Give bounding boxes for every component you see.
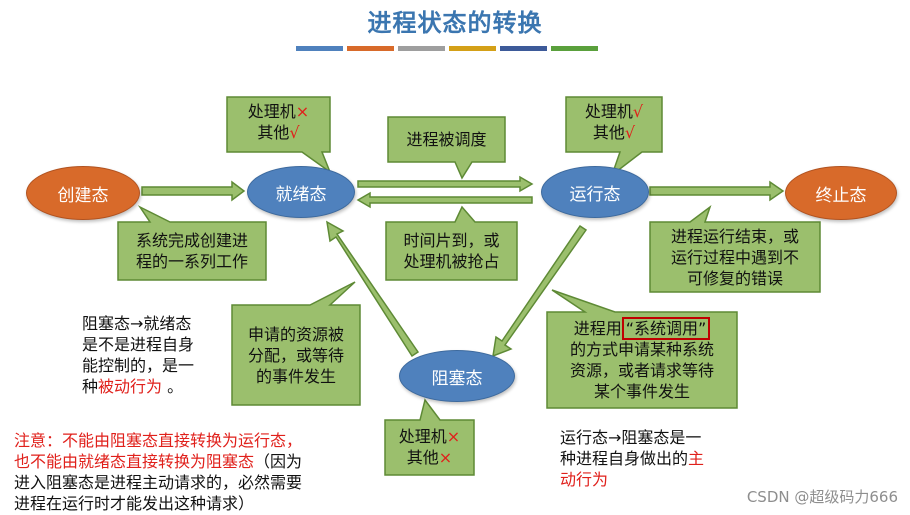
callout-run-end-text: 进程运行结束，或 运行过程中遇到不 可修复的错误 xyxy=(650,226,820,289)
resource-label: 其他 xyxy=(406,448,439,467)
text-line: 进程用 xyxy=(573,319,622,338)
text-line: 程的一系列工作 xyxy=(135,252,248,271)
warning-line: 也不能由就绪态直接转换为阻塞态 xyxy=(14,452,255,471)
note-blocked-to-ready: 阻塞态→就绪态 是不是进程自身 能控制的，是一 种被动行为 。 xyxy=(82,313,222,397)
resource-label: 其他 xyxy=(592,123,625,142)
page-title: 进程状态的转换 xyxy=(367,9,543,37)
text-line: 。 xyxy=(162,377,184,396)
text-line: 进入阻塞态是进程主动请求的，必然需要 xyxy=(14,473,303,492)
callout-syscall xyxy=(546,289,738,409)
callout-resource-alloc xyxy=(231,281,361,406)
state-terminate: 终止态 xyxy=(785,166,897,220)
arrow-running-to-terminate xyxy=(649,180,785,202)
arrow-blocked-to-ready xyxy=(326,220,420,358)
highlight-text: 主 xyxy=(688,449,705,468)
text-line: 能控制的，是一 xyxy=(82,356,195,375)
callout-running-resources xyxy=(565,96,663,178)
arrow-create-to-ready xyxy=(141,180,246,202)
state-blocked-label: 阻塞态 xyxy=(431,368,483,389)
note-running-to-blocked: 运行态→阻塞态是一 种进程自身做出的主 动行为 xyxy=(560,427,740,490)
state-ready: 就绪态 xyxy=(247,166,355,218)
syscall-highlight: “系统调用” xyxy=(621,317,711,340)
text-line: 系统完成创建进 xyxy=(135,231,248,250)
callout-create-done xyxy=(117,205,267,281)
state-running: 运行态 xyxy=(541,166,649,218)
state-running-label: 运行态 xyxy=(569,184,621,205)
cross-mark: × xyxy=(438,448,453,467)
callout-ready-resources xyxy=(226,96,332,175)
text-line: 种 xyxy=(82,377,99,396)
state-ready-label: 就绪态 xyxy=(275,184,327,205)
arrow-ready-to-running xyxy=(357,175,534,193)
state-create: 创建态 xyxy=(26,166,140,220)
callout-run-end xyxy=(649,204,821,293)
text-line: 运行过程中遇到不 xyxy=(670,248,799,267)
arrow-running-to-ready xyxy=(356,191,533,209)
resource-label: 处理机 xyxy=(398,427,447,446)
text-line: 是不是进程自身 xyxy=(82,335,195,354)
text-line: 的方式申请某种系统 xyxy=(569,340,714,359)
callout-ready-resources-text: 处理机× 其他√ xyxy=(227,101,330,143)
text-line: 资源，或者请求等待 xyxy=(569,361,714,380)
text-line: （因为 xyxy=(254,452,303,471)
text-line: 处理机被抢占 xyxy=(403,252,500,271)
cross-mark: × xyxy=(446,427,461,446)
text-line: 时间片到，或 xyxy=(403,231,500,250)
check-mark: √ xyxy=(289,123,300,142)
text-line: 申请的资源被 xyxy=(247,325,344,344)
accent-bar xyxy=(551,46,598,51)
accent-bar xyxy=(296,46,343,51)
state-terminate-label: 终止态 xyxy=(815,185,867,206)
text-line: 进程在运行时才能发出这种请求） xyxy=(14,494,255,513)
callout-create-done-text: 系统完成创建进 程的一系列工作 xyxy=(118,230,266,272)
check-mark: √ xyxy=(632,102,644,121)
warning-line: 注意：不能由阻塞态直接转换为运行态， xyxy=(14,431,303,450)
resource-label: 其他 xyxy=(257,123,290,142)
accent-bar xyxy=(449,46,496,51)
callout-timeslice-text: 时间片到，或 处理机被抢占 xyxy=(386,230,517,272)
arrow-running-to-blocked xyxy=(492,224,588,358)
callout-blocked-resources xyxy=(384,398,475,476)
accent-bars xyxy=(296,46,598,51)
text-line: 可修复的错误 xyxy=(686,269,783,288)
text-line: 的事件发生 xyxy=(255,367,336,386)
text-line: 阻塞态→就绪态 xyxy=(82,314,192,333)
callout-scheduled xyxy=(387,116,506,180)
state-blocked: 阻塞态 xyxy=(399,350,515,402)
text-line: 运行态→阻塞态是一 xyxy=(560,428,702,447)
text-line: 进程运行结束，或 xyxy=(670,227,799,246)
callout-timeslice xyxy=(385,205,518,281)
accent-bar xyxy=(500,46,547,51)
callout-resource-alloc-text: 申请的资源被 分配，或等待 的事件发生 xyxy=(232,324,360,387)
text-line: 分配，或等待 xyxy=(247,346,344,365)
watermark: CSDN @超级码力666 xyxy=(746,488,898,506)
text-line: 种进程自身做出的 xyxy=(560,449,689,468)
callout-running-resources-text: 处理机√ 其他√ xyxy=(566,101,662,143)
callout-blocked-resources-text: 处理机× 其他× xyxy=(385,426,474,468)
callout-scheduled-text: 进程被调度 xyxy=(406,130,487,149)
note-warning: 注意：不能由阻塞态直接转换为运行态， 也不能由就绪态直接转换为阻塞态（因为 进入… xyxy=(14,430,374,514)
resource-label: 处理机 xyxy=(584,102,633,121)
resource-label: 处理机 xyxy=(247,102,296,121)
state-create-label: 创建态 xyxy=(57,185,109,206)
accent-bar xyxy=(347,46,394,51)
check-mark: √ xyxy=(624,123,636,142)
text-line: 某个事件发生 xyxy=(593,382,690,401)
highlight-text: 动行为 xyxy=(560,470,609,489)
highlight-text: 被动行为 xyxy=(98,377,163,396)
accent-bar xyxy=(398,46,445,51)
callout-syscall-text: 进程用“系统调用” 的方式申请某种系统 资源，或者请求等待 某个事件发生 xyxy=(547,317,737,402)
cross-mark: × xyxy=(295,102,310,121)
